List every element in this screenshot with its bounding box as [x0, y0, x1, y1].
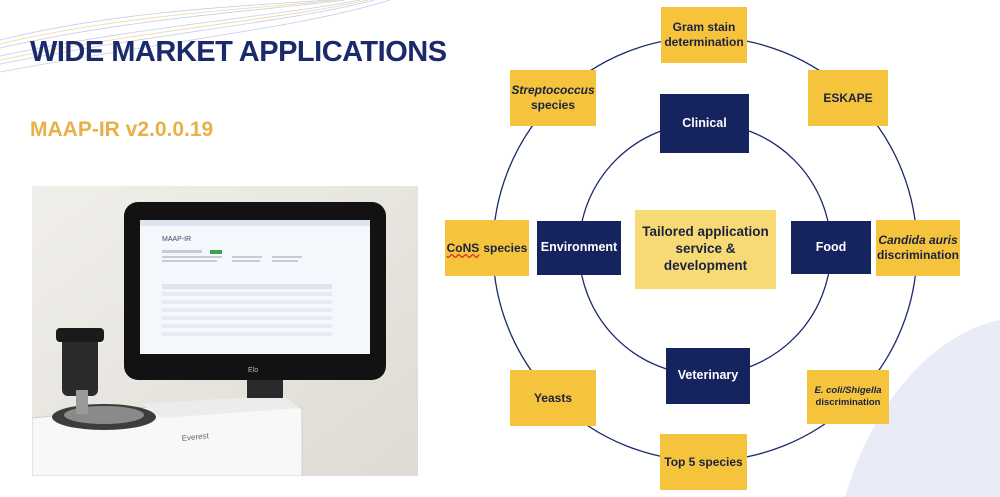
outer-box-gram-stain: Gram stain determination — [661, 7, 747, 63]
inner-box-veterinary: Veterinary — [666, 348, 750, 404]
outer-box-top5-species: Top 5 species — [660, 434, 747, 490]
cons-word: CoNS — [446, 240, 480, 255]
instrument-illustration: MAAP-IR Elo Everest — [32, 186, 418, 476]
outer-box-yeasts: Yeasts — [510, 370, 596, 426]
inner-box-environment: Environment — [537, 221, 621, 275]
device-name: Everest — [181, 431, 210, 443]
software-version: MAAP-IR v2.0.0.19 — [30, 118, 214, 141]
ecoli-species-name: E. coli/Shigella — [814, 385, 882, 397]
outer-box-eskape: ESKAPE — [808, 70, 888, 126]
candida-species-name: Candida auris — [878, 233, 958, 247]
outer-box-streptococcus: Streptococcus species — [510, 70, 596, 126]
screen-app-title: MAAP-IR — [162, 236, 191, 243]
strep-species-name: Streptococcus — [511, 83, 595, 97]
ecoli-label-rest: discrimination — [815, 397, 881, 408]
candida-label-rest: discrimination — [876, 248, 959, 262]
product-photo: MAAP-IR Elo Everest — [32, 186, 418, 476]
center-box-tailored-service: Tailored application service & developme… — [635, 210, 776, 289]
monitor-brand: Elo — [248, 367, 258, 374]
slide-title: WIDE MARKET APPLICATIONS — [30, 36, 447, 68]
cons-label-rest: species — [483, 240, 528, 255]
strep-label-rest: species — [530, 98, 576, 112]
inner-box-food: Food — [791, 221, 871, 274]
outer-box-cons-species: CoNS species — [445, 220, 529, 276]
outer-box-ecoli-shigella: E. coli/Shigella discrimination — [807, 370, 889, 424]
outer-box-candida-auris: Candida auris discrimination — [876, 220, 960, 276]
inner-box-clinical: Clinical — [660, 94, 749, 153]
